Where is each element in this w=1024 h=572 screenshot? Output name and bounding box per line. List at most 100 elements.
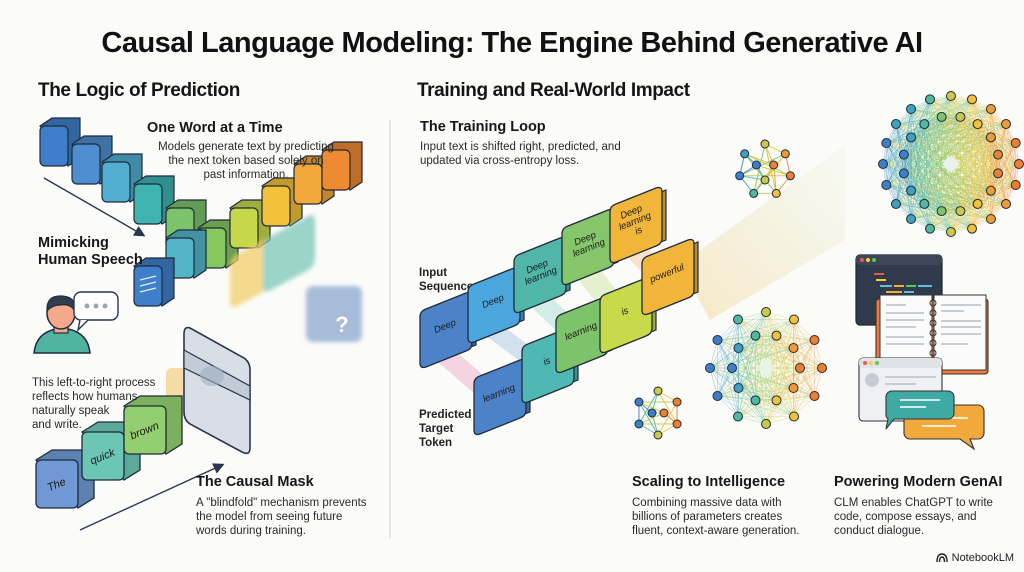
network-node bbox=[733, 343, 744, 354]
network-edge bbox=[960, 123, 1007, 212]
token-cube bbox=[229, 199, 271, 249]
network-edge bbox=[717, 339, 777, 401]
network-node bbox=[771, 330, 782, 341]
network-node bbox=[634, 397, 644, 407]
network-node bbox=[919, 198, 930, 209]
network-edge bbox=[886, 123, 897, 186]
network-edge bbox=[924, 123, 992, 191]
network-node bbox=[750, 395, 761, 406]
causal-mask-title: The Causal Mask bbox=[196, 474, 314, 490]
network-edge bbox=[929, 210, 961, 229]
network-node bbox=[761, 307, 771, 317]
network-edge bbox=[657, 390, 678, 425]
network-node bbox=[985, 185, 996, 196]
network-edge bbox=[910, 173, 999, 220]
network-node bbox=[967, 223, 978, 234]
network-edge bbox=[765, 367, 801, 425]
network-edge bbox=[929, 99, 978, 125]
network-node bbox=[712, 335, 723, 345]
network-edge bbox=[903, 154, 992, 191]
network-node bbox=[955, 111, 966, 122]
network-node bbox=[712, 391, 723, 401]
network-node bbox=[1001, 198, 1012, 209]
token-chain bbox=[39, 117, 363, 307]
network-node bbox=[972, 119, 983, 130]
network-edge bbox=[773, 164, 777, 194]
network-edge bbox=[903, 108, 912, 155]
network-edge bbox=[903, 173, 992, 220]
network-edge bbox=[709, 319, 739, 369]
network-edge bbox=[793, 347, 823, 369]
network-node bbox=[919, 119, 930, 130]
network-node bbox=[898, 149, 909, 160]
network-edge bbox=[903, 137, 992, 174]
network-edge bbox=[941, 116, 992, 191]
network-edge bbox=[882, 163, 912, 220]
network-edge bbox=[929, 99, 992, 110]
network-edge bbox=[737, 319, 815, 341]
network-edge bbox=[886, 184, 925, 205]
network-edge bbox=[709, 367, 739, 389]
network-edge bbox=[903, 116, 942, 174]
token-cube bbox=[321, 141, 363, 191]
network-edge bbox=[657, 401, 678, 436]
network-edge bbox=[950, 203, 978, 233]
network-edge bbox=[731, 367, 756, 401]
network-edge bbox=[971, 99, 1016, 144]
network-edge bbox=[910, 116, 961, 138]
network-edge bbox=[793, 319, 801, 369]
network-edge bbox=[895, 123, 905, 174]
network-node bbox=[788, 382, 799, 393]
token-cube bbox=[101, 153, 143, 203]
network-edge bbox=[709, 367, 794, 389]
network-edge bbox=[738, 347, 823, 369]
network-edge bbox=[910, 210, 961, 220]
network-edge bbox=[960, 116, 1007, 125]
network-edge bbox=[799, 367, 815, 397]
network-edge bbox=[903, 108, 992, 155]
token-cube bbox=[39, 117, 81, 167]
network-node bbox=[1010, 180, 1021, 191]
network-edge bbox=[910, 123, 978, 191]
network-edge bbox=[756, 164, 791, 177]
network-node bbox=[751, 160, 761, 170]
scaling-text: Combining massive data with billions of … bbox=[632, 497, 800, 537]
network-edge bbox=[717, 339, 739, 389]
network-edge bbox=[910, 210, 942, 220]
visible-token-cube: brown bbox=[123, 395, 183, 455]
network-node bbox=[769, 160, 779, 170]
network-edge bbox=[960, 116, 999, 155]
brand-mark: NotebookLM bbox=[935, 552, 1014, 564]
scaling-title: Scaling to Intelligence bbox=[632, 474, 786, 490]
network-edge bbox=[990, 108, 1020, 165]
network-node bbox=[672, 419, 682, 429]
network-edge bbox=[1005, 142, 1016, 205]
left-section-heading: The Logic of Prediction bbox=[38, 80, 240, 101]
network-edge bbox=[910, 108, 942, 118]
network-edge bbox=[717, 339, 733, 369]
network-edge bbox=[755, 339, 815, 401]
network-edge bbox=[731, 335, 777, 369]
network-edge bbox=[895, 203, 973, 229]
network-edge bbox=[738, 347, 801, 369]
network-edge bbox=[977, 154, 999, 205]
network-edge bbox=[737, 400, 777, 417]
section-divider bbox=[389, 120, 391, 538]
network-edge bbox=[744, 153, 777, 194]
target-tile: learning bbox=[473, 358, 531, 436]
right-illustration: DeepDeepDeeplearningDeeplearningDeeplear… bbox=[419, 91, 1024, 451]
network-edge bbox=[910, 137, 925, 204]
network-edge bbox=[717, 395, 777, 401]
network-node bbox=[993, 168, 1004, 179]
network-node bbox=[795, 363, 805, 373]
network-node bbox=[771, 188, 781, 198]
page-title: Causal Language Modeling: The Engine Beh… bbox=[101, 27, 923, 59]
network-edge bbox=[950, 203, 1007, 233]
network-edge bbox=[895, 203, 961, 212]
token-cube bbox=[133, 175, 175, 225]
network-edge bbox=[977, 123, 999, 174]
network-node bbox=[817, 363, 827, 373]
network-node bbox=[653, 430, 663, 440]
network-edge bbox=[886, 142, 897, 205]
network-edge bbox=[886, 108, 912, 186]
